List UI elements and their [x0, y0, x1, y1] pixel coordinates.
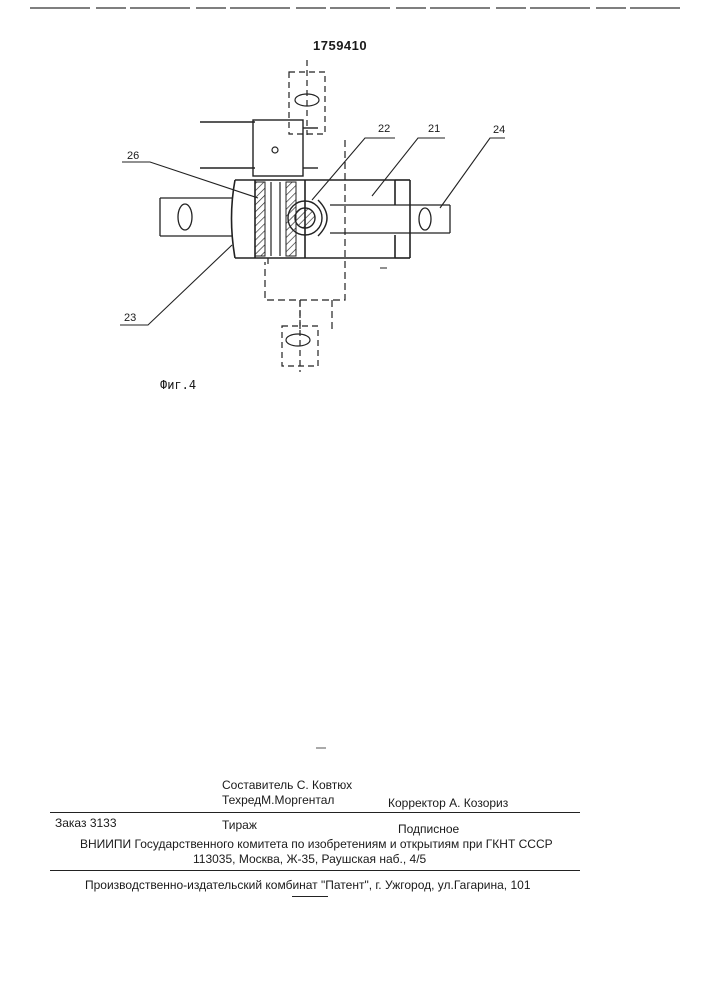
- techred-name: М.Моргентал: [261, 793, 334, 807]
- circulation-label: Тираж: [222, 818, 257, 832]
- right-shaft: [330, 205, 450, 233]
- divider-bottom: [50, 870, 580, 871]
- compiler-name: С. Ковтюх: [297, 778, 352, 792]
- techred-label: Техред: [222, 793, 261, 807]
- corrector-label: Корректор: [388, 796, 446, 810]
- divider-top: [50, 812, 580, 813]
- left-shaft: [160, 198, 232, 236]
- address-line: 113035, Москва, Ж-35, Раушская наб., 4/5: [193, 852, 426, 866]
- lower-pin-hole: [286, 334, 310, 346]
- callout-23: 23: [124, 312, 136, 324]
- callout-22: 22: [378, 123, 390, 135]
- order-line: Заказ 3133: [55, 816, 117, 830]
- upper-left-bar: [200, 120, 318, 176]
- compiler-line: Составитель С. Ковтюх: [222, 778, 352, 792]
- publisher-line: Производственно-издательский комбинат "П…: [85, 878, 531, 892]
- right-pin-hole: [419, 208, 431, 230]
- order-number: 3133: [90, 816, 117, 830]
- callout-21: 21: [428, 123, 440, 135]
- short-underline: [292, 896, 328, 897]
- left-pin-hole: [178, 204, 192, 230]
- corrector-line: Корректор А. Козориз: [388, 796, 508, 810]
- callout-26: 26: [127, 150, 139, 162]
- techred-line: ТехредМ.Моргентал: [222, 793, 334, 807]
- corrector-name: А. Козориз: [449, 796, 508, 810]
- subscription-label: Подписное: [398, 822, 459, 836]
- callout-24: 24: [493, 124, 505, 136]
- upper-fork-phantom: [289, 60, 325, 135]
- leader-lines: [120, 138, 505, 325]
- order-label: Заказ: [55, 816, 86, 830]
- bolt-mark: [272, 147, 278, 153]
- left-hatched-liner: [255, 182, 265, 256]
- institute-line: ВНИИПИ Государственного комитета по изоб…: [80, 837, 553, 851]
- figure-caption: Фиг.4: [160, 378, 196, 392]
- lower-fork-phantom: [282, 300, 318, 372]
- compiler-label: Составитель: [222, 778, 293, 792]
